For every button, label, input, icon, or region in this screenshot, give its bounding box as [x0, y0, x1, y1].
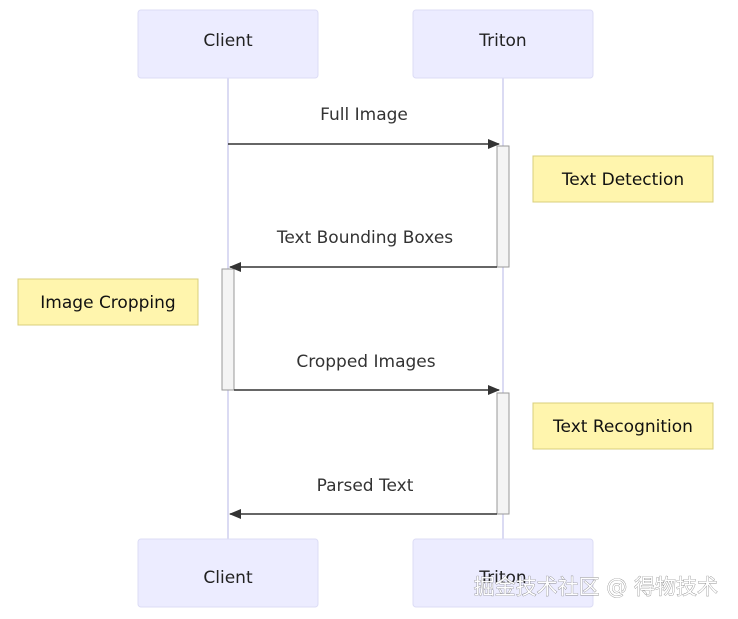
note-text-detection-label: Text Detection — [561, 170, 684, 190]
message-text-bounding-boxes-label: Text Bounding Boxes — [276, 228, 453, 248]
message-text-bounding-boxes: Text Bounding Boxes — [229, 228, 497, 272]
note-text-detection: Text Detection — [532, 155, 714, 203]
actor-client-top: Client — [137, 9, 319, 79]
message-cropped-images: Cropped Images — [234, 352, 500, 395]
actor-client-top-label: Client — [203, 31, 253, 51]
actor-client-bottom-label: Client — [203, 568, 253, 588]
note-text-recognition: Text Recognition — [532, 402, 714, 450]
actor-triton-top: Triton — [412, 9, 594, 79]
actor-triton-bottom-label: Triton — [478, 568, 526, 588]
triton-activation-detection — [496, 145, 510, 268]
note-text-recognition-label: Text Recognition — [552, 417, 693, 437]
message-full-image-label: Full Image — [320, 105, 408, 125]
message-full-image: Full Image — [228, 105, 500, 149]
watermark-text: 掘金技术社区 @ 得物技术 — [474, 575, 718, 599]
triton-activation-recognition — [496, 392, 510, 515]
message-parsed-text-label: Parsed Text — [317, 476, 414, 496]
message-cropped-images-label: Cropped Images — [296, 352, 435, 372]
actor-triton-bottom: Triton — [412, 538, 594, 608]
note-image-cropping-label: Image Cropping — [40, 293, 175, 313]
actor-triton-top-label: Triton — [478, 31, 526, 51]
message-parsed-text: Parsed Text — [229, 476, 497, 519]
actor-client-bottom: Client — [137, 538, 319, 608]
note-image-cropping: Image Cropping — [17, 278, 199, 326]
client-activation-cropping — [221, 268, 235, 391]
